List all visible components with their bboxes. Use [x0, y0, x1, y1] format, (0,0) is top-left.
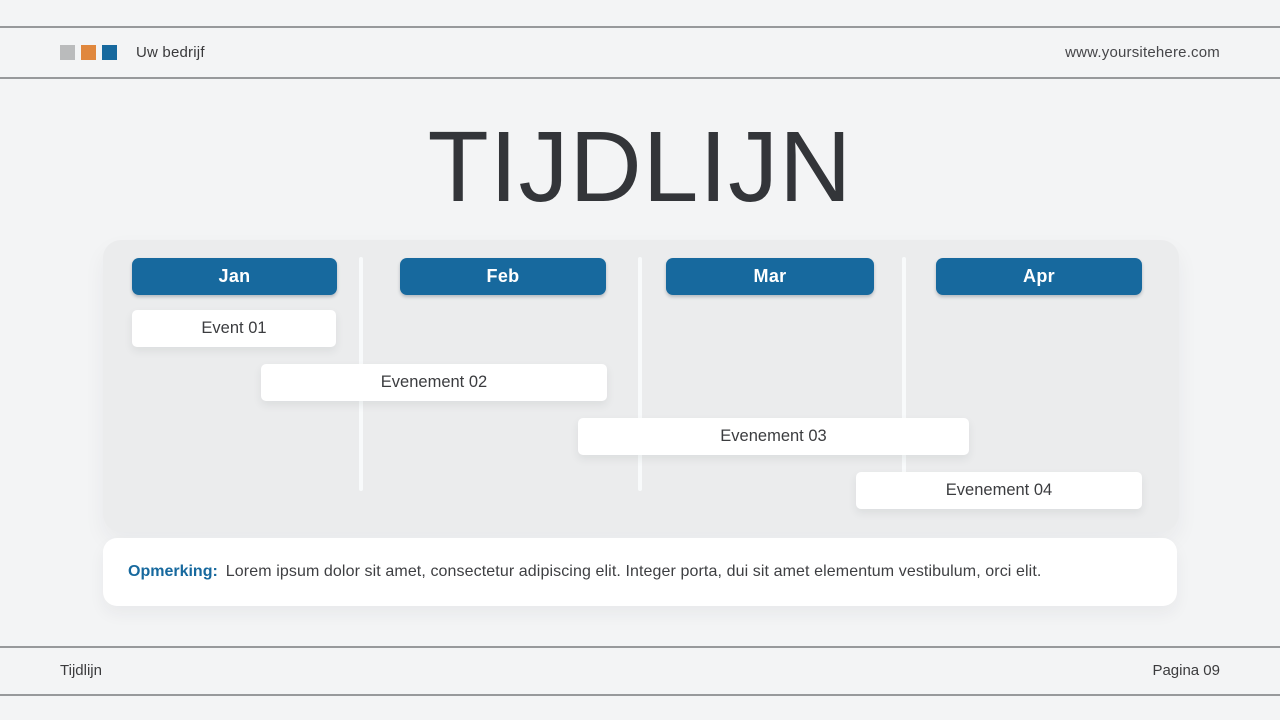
header: Uw bedrijf www.yoursitehere.com: [0, 28, 1280, 76]
footer-bottom-divider: [0, 694, 1280, 696]
month-header-mar[interactable]: Mar: [666, 258, 874, 295]
column-divider-mar-apr: [902, 257, 906, 491]
note-label: Opmerking:: [128, 563, 218, 580]
logo-square-gray-icon: [60, 44, 75, 60]
top-divider: [0, 26, 1280, 28]
logo-square-blue-icon: [102, 44, 117, 60]
footer: Tijdlijn Pagina 09: [0, 648, 1280, 692]
event-bar-02[interactable]: Evenement 02: [261, 364, 607, 401]
brand-name: Uw bedrijf: [136, 43, 205, 61]
note-box: Opmerking: Lorem ipsum dolor sit amet, c…: [103, 538, 1177, 606]
footer-page-number: Pagina 09: [1152, 661, 1220, 679]
month-header-jan[interactable]: Jan: [132, 258, 337, 295]
header-divider: [0, 77, 1280, 79]
brand: Uw bedrijf: [60, 44, 205, 61]
page-title: TIJDLIJN: [427, 111, 853, 223]
event-bar-04[interactable]: Evenement 04: [856, 472, 1142, 509]
footer-slide-name: Tijdlijn: [60, 661, 102, 679]
title-section: TIJDLIJN: [0, 110, 1280, 224]
column-divider-feb-mar: [638, 257, 642, 491]
note-text: Lorem ipsum dolor sit amet, consectetur …: [225, 563, 1042, 580]
event-bar-03[interactable]: Evenement 03: [578, 418, 969, 455]
logo-square-orange-icon: [81, 44, 96, 60]
event-bar-01[interactable]: Event 01: [132, 310, 336, 347]
website-link[interactable]: www.yoursitehere.com: [1065, 43, 1220, 61]
month-header-feb[interactable]: Feb: [400, 258, 606, 295]
month-header-apr[interactable]: Apr: [936, 258, 1142, 295]
footer-top-divider: [0, 646, 1280, 648]
